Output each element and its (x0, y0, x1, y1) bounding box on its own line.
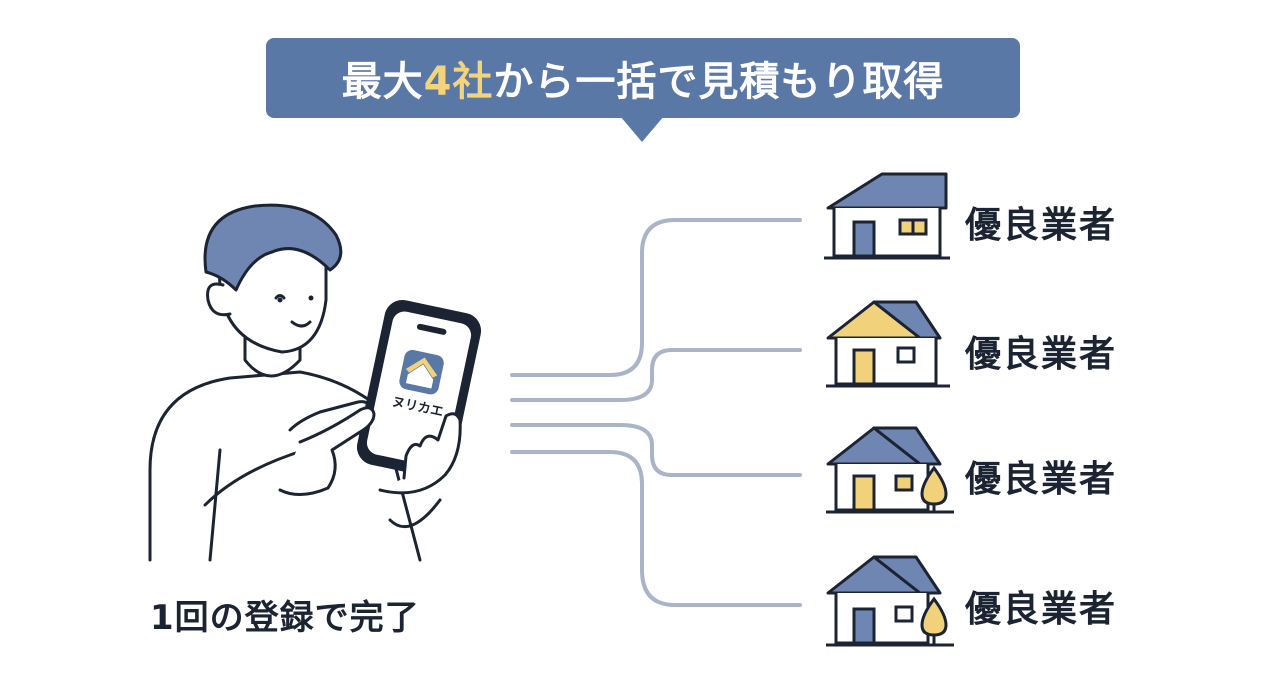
house-icon (824, 172, 950, 260)
vendor-label: 優良業者 (965, 334, 1118, 375)
headline-highlight: 4社 (423, 59, 494, 105)
hands (278, 406, 462, 529)
banner-pointer (620, 116, 664, 142)
caption: 1回の登録で完了 (150, 598, 420, 638)
vendor-label: 優良業者 (965, 589, 1118, 630)
headline-suffix: から一括で見積もり取得 (493, 59, 945, 105)
vendor-label: 優良業者 (965, 205, 1118, 246)
vendor-label: 優良業者 (965, 459, 1118, 500)
house-icon (826, 426, 954, 514)
house-icon (826, 300, 950, 388)
connector-lines (510, 218, 802, 607)
headline-prefix: 最大 (341, 59, 424, 105)
house-icon (826, 555, 954, 647)
